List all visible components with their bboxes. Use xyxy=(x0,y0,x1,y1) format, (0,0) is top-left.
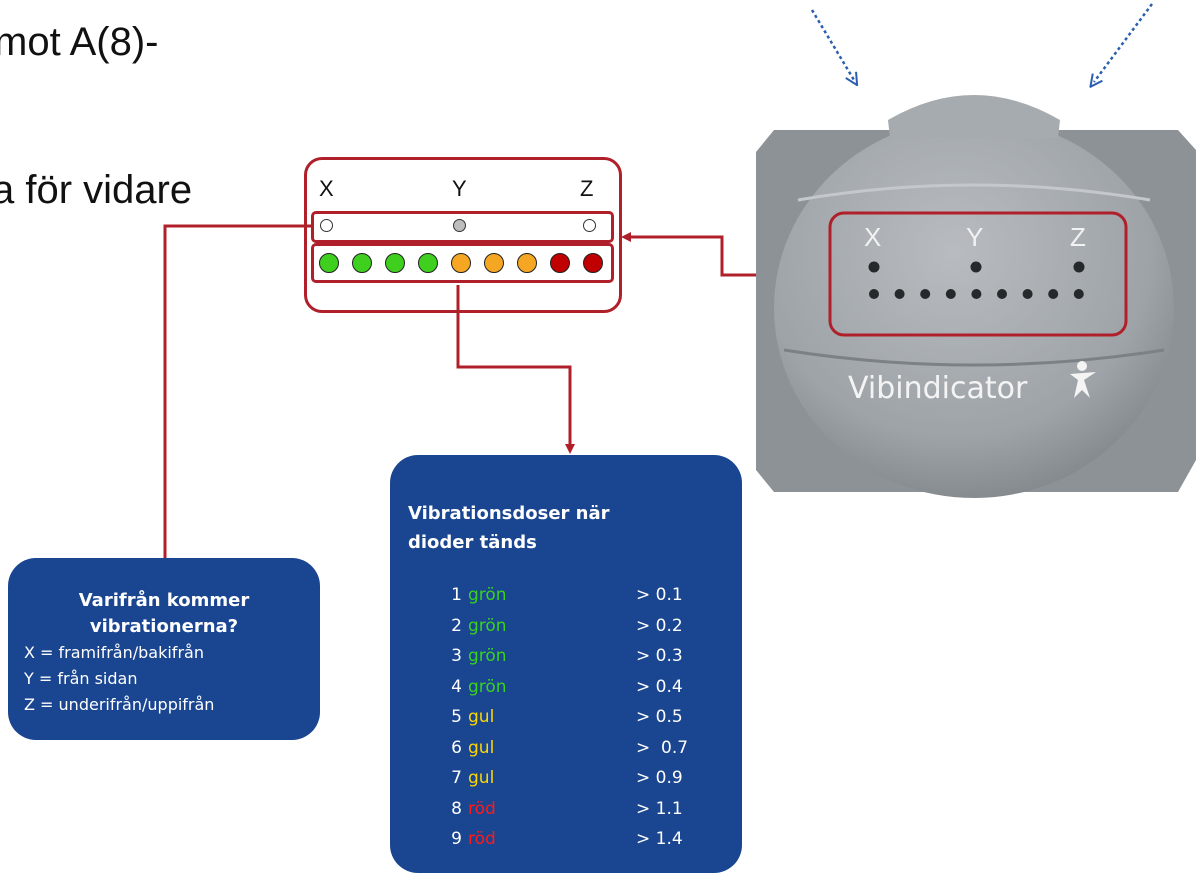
dose-row-color: gul xyxy=(468,737,495,758)
dose-row-color: grön xyxy=(468,615,507,636)
device-ridge-upper xyxy=(797,183,1151,202)
dose-row-threshold: > 0.7 xyxy=(636,737,689,758)
axis-label-z: Z xyxy=(580,176,594,201)
axis-indicator-dot-z xyxy=(583,219,596,232)
device-dome xyxy=(774,118,1174,498)
axis-dots-frame xyxy=(311,211,614,243)
device-led-hole-5 xyxy=(971,289,982,299)
led-row-frame xyxy=(311,243,614,283)
dose-row-color: gul xyxy=(468,768,495,788)
dose-row-color: grön xyxy=(468,646,507,666)
device-led-hole-7 xyxy=(1022,289,1033,299)
led-7 xyxy=(517,253,537,273)
device-led-panel-frame xyxy=(828,211,1128,337)
device-led-hole-2 xyxy=(894,289,905,299)
device-led-hole-4 xyxy=(945,289,956,299)
led-3 xyxy=(385,253,405,273)
dose-row: 8 röd > 1.1 xyxy=(390,796,742,822)
dose-info-title-line-2: dioder tänds xyxy=(408,532,537,553)
led-6 xyxy=(484,253,504,273)
dose-row: 6 gul > 0.7 xyxy=(390,735,742,761)
dose-row: 9 röd > 1.4 xyxy=(390,826,742,852)
dose-row-color: röd xyxy=(468,798,496,819)
dose-info-title: Vibrationsdoser när dioder tänds xyxy=(408,499,610,557)
axes-info-title-line-1: Varifrån kommer xyxy=(78,590,250,611)
device-axis-hole-y xyxy=(970,261,982,273)
dose-row-number: 1 xyxy=(451,585,462,605)
dose-row-threshold: > 0.5 xyxy=(636,707,683,727)
vibindicator-device: X Y Z Vibindicator xyxy=(756,95,1196,498)
dose-row-color: grön xyxy=(468,585,507,605)
device-axis-hole-z xyxy=(1073,261,1085,273)
device-led-hole-6 xyxy=(997,289,1007,299)
dose-row-threshold: > 1.4 xyxy=(636,829,683,849)
device-brand-logo: Vibindicator xyxy=(848,371,1028,406)
dose-row-threshold: > 0.1 xyxy=(636,585,683,605)
dose-row-threshold: > 1.1 xyxy=(636,798,683,819)
dose-row-number: 6 xyxy=(451,737,462,758)
device-led-hole-3 xyxy=(920,289,931,299)
led-2 xyxy=(352,253,372,273)
led-4 xyxy=(418,253,438,273)
device-axis-label-x: X xyxy=(864,222,881,252)
axes-info-box: Varifrån kommer vibrationerna? X = frami… xyxy=(8,558,320,740)
slide-text-fragment-1: mot A(8)- xyxy=(0,20,159,64)
led-8 xyxy=(550,253,570,273)
dose-row-color: röd xyxy=(468,829,496,849)
dose-row-threshold: > 0.3 xyxy=(636,646,683,666)
axis-label-x: X xyxy=(319,176,334,201)
led-9 xyxy=(583,253,603,273)
dose-row-number: 2 xyxy=(451,615,462,636)
device-brand-figure-icon xyxy=(1070,361,1096,398)
dose-row-threshold: > 0.4 xyxy=(636,676,683,697)
axis-indicator-dot-x xyxy=(320,219,333,232)
axis-indicator-dot-y xyxy=(453,219,466,232)
device-led-holes xyxy=(868,261,1085,299)
axes-info-line-z: Z = underifrån/uppifrån xyxy=(24,695,215,714)
device-led-hole-1 xyxy=(869,289,879,299)
dose-info-box: Vibrationsdoser när dioder tänds 1 grön > … xyxy=(390,455,742,873)
device-ridge-lower xyxy=(783,348,1165,367)
dose-row-number: 9 xyxy=(451,829,462,849)
dotted-pointer-left xyxy=(810,9,854,80)
axes-info-title-line-2: vibrationerna? xyxy=(89,616,239,637)
device-axis-hole-x xyxy=(868,261,880,273)
dose-row-color: grön xyxy=(468,676,507,697)
device-led-hole-9 xyxy=(1073,289,1084,299)
dotted-pointer-right xyxy=(1094,3,1154,82)
dose-row: 7 gul > 0.9 xyxy=(390,765,742,791)
dose-row: 2 grön > 0.2 xyxy=(390,613,742,639)
dose-row-number: 8 xyxy=(451,798,462,819)
dose-row-number: 4 xyxy=(451,676,462,697)
indicator-frame xyxy=(304,157,622,313)
dose-row: 4 grön > 0.4 xyxy=(390,674,742,700)
device-top-bump xyxy=(888,95,1060,138)
arrow-leds-to-dose xyxy=(456,285,575,454)
device-led-hole-8 xyxy=(1048,289,1059,299)
dose-row-number: 7 xyxy=(451,768,462,788)
dose-row-color: gul xyxy=(468,707,495,727)
slide-text-fragment-3: han xyxy=(1150,0,1173,2)
dose-info-title-line-1: Vibrationsdoser när xyxy=(408,503,610,524)
led-1 xyxy=(319,253,339,273)
dose-row: 5 gul > 0.5 xyxy=(390,704,742,730)
dose-row-threshold: > 0.2 xyxy=(636,615,683,636)
arrow-axes-to-info xyxy=(160,224,312,571)
dose-row-number: 3 xyxy=(451,646,462,666)
dose-row: 1 grön > 0.1 xyxy=(390,582,742,608)
axis-label-y: Y xyxy=(452,176,467,201)
dose-row-threshold: > 0.9 xyxy=(636,768,683,788)
axes-info-line-y: Y = från sidan xyxy=(24,669,138,688)
led-5 xyxy=(451,253,471,273)
dose-row-number: 5 xyxy=(451,707,462,727)
device-axis-label-z: Z xyxy=(1070,222,1086,252)
dose-row: 3 grön > 0.3 xyxy=(390,643,742,669)
axes-info-line-x: X = framifrån/bakifrån xyxy=(24,643,204,662)
device-axis-label-y: Y xyxy=(966,222,983,252)
slide-text-fragment-2: a för vidare xyxy=(0,168,193,212)
